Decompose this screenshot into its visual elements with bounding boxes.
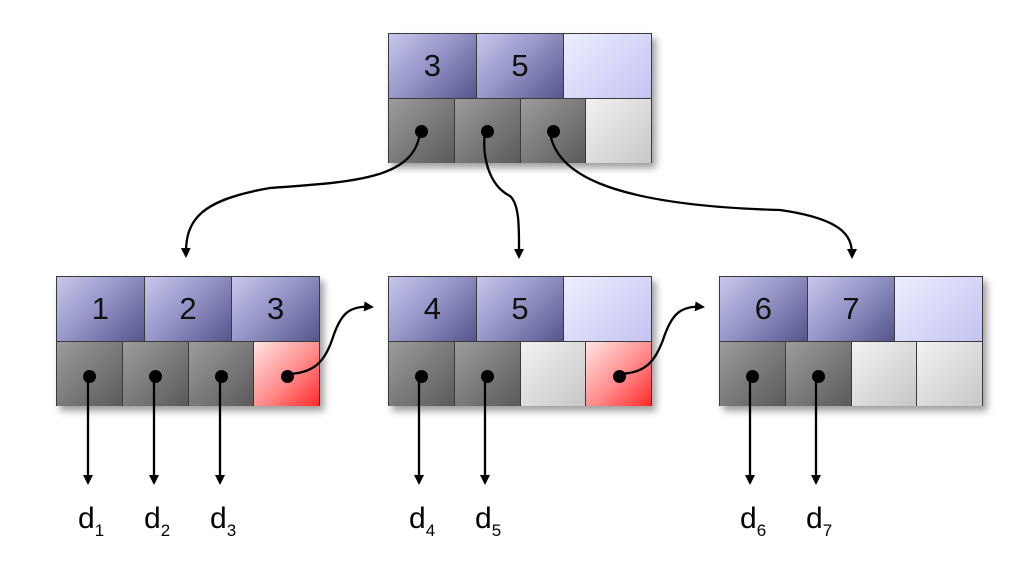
leaf-2-key-2: 5 (476, 277, 565, 341)
leaf-2-data-pointer-1 (389, 342, 455, 406)
data-label-d5: d5 (475, 502, 502, 540)
pointer-dot (280, 370, 294, 383)
pointer-dot (415, 125, 429, 138)
pointer-dot (812, 370, 826, 383)
pointer-dot (612, 370, 626, 383)
leaf-2-data-pointer-2 (454, 342, 521, 406)
leaf-3-key-1: 6 (720, 277, 808, 341)
leaf-1-data-pointer-3 (188, 342, 255, 406)
pointer-dot (83, 370, 97, 383)
pointer-dot (746, 370, 760, 383)
leaf-1-pointer-row (57, 342, 319, 406)
root-key-1: 3 (389, 34, 477, 98)
root-key-2: 5 (476, 34, 565, 98)
root-key-empty (564, 34, 652, 98)
leaf-2-key-row: 4 5 (389, 277, 652, 342)
leaf-1-data-pointer-1 (57, 342, 123, 406)
data-label-d4: d4 (409, 502, 436, 540)
leaf-3-pointer-row (720, 342, 982, 406)
pointer-dot (214, 370, 228, 383)
leaf-2-pointer-row (389, 342, 651, 406)
pointer-dot (149, 370, 163, 383)
leaf-node-1: 1 2 3 (56, 276, 320, 406)
child-pointer-arrow (180, 131, 422, 258)
data-label-d2: d2 (144, 502, 171, 540)
pointer-dot (481, 370, 495, 383)
leaf-3-next-pointer-empty (917, 342, 982, 406)
root-pointer-2 (454, 99, 521, 163)
leaf-1-key-3: 3 (232, 277, 320, 341)
leaf-3-data-pointer-2 (785, 342, 852, 406)
leaf-3-key-empty (895, 277, 983, 341)
leaf-2-next-pointer (586, 342, 651, 406)
root-pointer-row (389, 99, 651, 163)
root-pointer-3 (520, 99, 587, 163)
root-key-row: 3 5 (389, 34, 652, 99)
leaf-3-key-2: 7 (807, 277, 896, 341)
root-pointer-empty (586, 99, 651, 163)
leaf-1-key-1: 1 (57, 277, 145, 341)
pointer-dot (415, 370, 429, 383)
root-node: 3 5 (388, 33, 652, 163)
leaf-1-next-pointer (254, 342, 319, 406)
data-label-d7: d7 (806, 502, 833, 540)
pointer-dot (546, 125, 560, 138)
leaf-2-key-1: 4 (389, 277, 477, 341)
leaf-node-3: 6 7 (719, 276, 983, 406)
leaf-2-data-pointer-empty (520, 342, 587, 406)
data-label-d3: d3 (210, 502, 237, 540)
leaf-3-data-pointer-1 (720, 342, 786, 406)
leaf-3-key-row: 6 7 (720, 277, 983, 342)
leaf-1-data-pointer-2 (122, 342, 189, 406)
pointer-dot (481, 125, 495, 138)
leaf-1-key-2: 2 (144, 277, 233, 341)
data-label-d6: d6 (740, 502, 767, 540)
leaf-1-key-row: 1 2 3 (57, 277, 320, 342)
root-pointer-1 (389, 99, 455, 163)
leaf-2-key-empty (564, 277, 652, 341)
data-label-d1: d1 (78, 502, 105, 540)
leaf-node-2: 4 5 (388, 276, 652, 406)
leaf-3-data-pointer-empty (851, 342, 918, 406)
